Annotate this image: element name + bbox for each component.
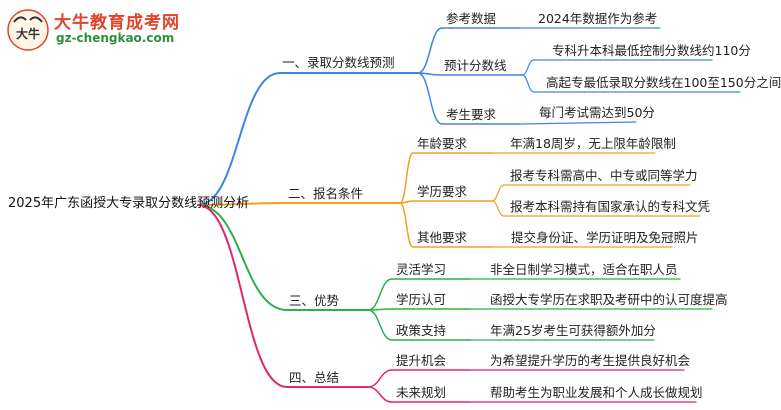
b4-leaf-1-1: 为希望提升学历的考生提供良好机会 <box>490 353 691 368</box>
b2-child-1-curve <box>399 152 414 204</box>
b2-child-2-label: 学历要求 <box>417 184 468 199</box>
b3-child-2-label: 学历认可 <box>396 292 447 307</box>
b1-leaf-2-2: 高起专最低录取分数线在100至150分之间 <box>546 75 781 90</box>
b3-child-3-label: 政策支持 <box>396 323 447 338</box>
mind-map: 大牛 大牛教育成考网 gz-chengkao.com 2025年广东函授大专录取… <box>6 8 781 403</box>
b1-c3-leaf-1-underline <box>519 121 637 125</box>
branch-3-curve <box>197 204 288 311</box>
b1-child-3-label: 考生要求 <box>446 107 497 122</box>
b2-child-1-label: 年龄要求 <box>417 136 468 151</box>
b1-leaf-1-1: 2024年数据作为参考 <box>538 11 658 26</box>
b3-leaf-3-1: 年满25岁考生可获得额外加分 <box>490 323 656 338</box>
branch-2-curve <box>197 202 287 206</box>
b4-child-1-curve <box>367 369 393 388</box>
b4-child-2-label: 未来规划 <box>396 385 447 400</box>
b4-child-1-label: 提升机会 <box>396 353 447 368</box>
mind-map-connectors <box>197 27 741 403</box>
b2-c2-leaf-1-curve <box>491 184 505 202</box>
b1-child-1-label: 参考数据 <box>446 11 497 26</box>
b4-child-2-curve <box>367 386 393 403</box>
b1-c2-leaf-1-curve <box>521 59 535 76</box>
branch-2-label: 二、报名条件 <box>288 186 364 201</box>
b1-child-1-curve <box>417 27 443 74</box>
branch-1-curve <box>197 72 281 206</box>
bull-logo-icon: 大牛 <box>7 9 49 51</box>
logo-title: 大牛教育成考网 <box>54 13 180 33</box>
b1-leaf-3-1: 每门考试需达到50分 <box>539 105 655 120</box>
b4-leaf-2-1: 帮助考生为职业发展和个人成长做规划 <box>490 385 703 400</box>
branch-1-label: 一、录取分数线预测 <box>282 55 395 70</box>
logo-url: gz-chengkao.com <box>56 31 175 45</box>
site-logo: 大牛 大牛教育成考网 gz-chengkao.com <box>6 8 206 52</box>
branch-4-curve <box>197 204 288 388</box>
b3-child-3-curve <box>367 309 393 341</box>
b3-leaf-2-1: 函授大专学历在求职及考研中的认可度提高 <box>490 292 728 307</box>
b2-leaf-2-1: 报考专科需高中、中专或同等学力 <box>510 168 698 183</box>
b1-c2-leaf-2-curve <box>521 74 535 93</box>
b1-child-2-label: 预计分数线 <box>444 58 507 73</box>
logo-mark-text: 大牛 <box>16 26 40 41</box>
branch-4-label: 四、总结 <box>289 370 340 385</box>
b2-leaf-3-1: 提交身份证、学历证明及免冠照片 <box>511 230 699 245</box>
b1-child-3-curve <box>417 72 443 125</box>
branch-3-label: 三、优势 <box>289 293 340 308</box>
b2-leaf-2-2: 报考本科需持有国家承认的专科文凭 <box>510 199 711 214</box>
b2-c2-leaf-2-curve <box>491 200 505 217</box>
b2-child-3-curve <box>399 202 414 248</box>
b1-leaf-2-1: 专科升本科最低控制分数线约110分 <box>552 43 751 58</box>
b2-child-3-label: 其他要求 <box>417 230 468 245</box>
root-node: 2025年广东函授大专录取分数线预测分析 <box>8 196 250 211</box>
b3-leaf-1-1: 非全日制学习模式，适合在职人员 <box>490 262 678 277</box>
b2-leaf-1-1: 年满18周岁，无上限年龄限制 <box>510 136 676 151</box>
b3-child-1-curve <box>367 278 393 311</box>
b3-child-1-label: 灵活学习 <box>396 262 447 277</box>
